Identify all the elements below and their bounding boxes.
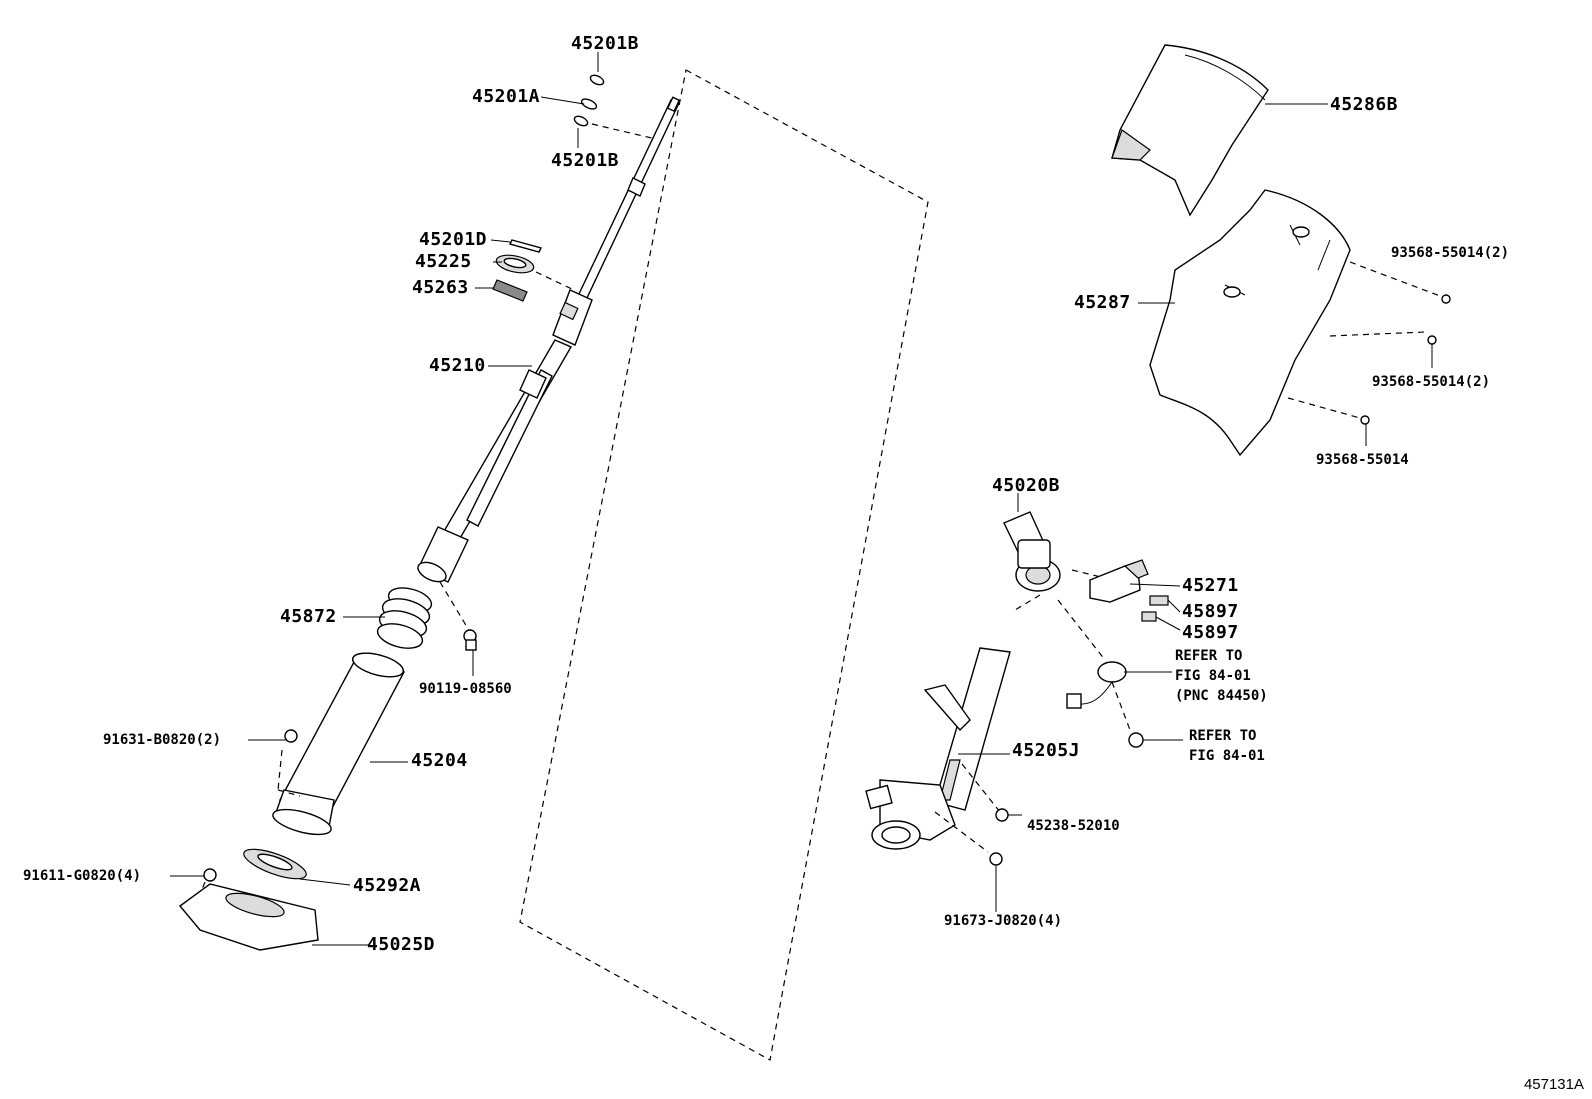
label-45201d: 45201D xyxy=(419,229,488,250)
bolt-91631-b0820 xyxy=(277,729,301,797)
label-93568-55014-c: 93568-55014 xyxy=(1316,452,1409,468)
screw-93568-b xyxy=(1329,331,1437,368)
note-line: REFER TO xyxy=(1175,648,1243,664)
figure-id: 457131A xyxy=(1523,1076,1584,1093)
label-45201b-top: 45201B xyxy=(571,33,640,54)
label-45025d: 45025D xyxy=(367,934,436,955)
reference-outline xyxy=(519,69,929,1061)
note-line: FIG 84-01 xyxy=(1175,668,1251,684)
bolt-91611-g0820 xyxy=(195,868,217,905)
label-45287: 45287 xyxy=(1074,292,1131,313)
label-45210: 45210 xyxy=(429,355,486,376)
upper-shaft xyxy=(577,99,680,301)
bolt-90119-08560 xyxy=(463,629,477,676)
label-45238-52010: 45238-52010 xyxy=(1027,818,1120,834)
label-45263: 45263 xyxy=(412,277,469,298)
note-refer-fig-84-01-pnc: REFER TO FIG 84-01 (PNC 84450) xyxy=(1175,646,1268,706)
ujoint-45020b xyxy=(1003,493,1061,592)
leader-lines xyxy=(170,52,1328,946)
label-45205j: 45205J xyxy=(1012,740,1081,761)
label-45201a: 45201A xyxy=(472,86,541,107)
label-45204: 45204 xyxy=(411,750,468,771)
ring-45201b-bottom xyxy=(573,115,589,127)
screw-93568-a xyxy=(1349,261,1451,304)
label-45286b: 45286B xyxy=(1330,94,1399,115)
note-refer-fig-84-01: REFER TO FIG 84-01 xyxy=(1189,726,1265,766)
connector-84450 xyxy=(1066,661,1127,709)
clip-45201d xyxy=(508,239,543,253)
bracket-45271 xyxy=(1089,559,1149,603)
label-45201b-bottom: 45201B xyxy=(551,150,620,171)
bolt-45897-b xyxy=(1141,611,1157,622)
boot-45872 xyxy=(376,587,433,649)
label-45292a: 45292A xyxy=(353,875,422,896)
bolt-91673-j0820 xyxy=(989,852,1003,912)
column-45205j xyxy=(865,647,1011,850)
label-93568-55014-b: 93568-55014(2) xyxy=(1372,374,1491,390)
screw-93568-c xyxy=(1287,397,1370,446)
note-line: REFER TO xyxy=(1189,728,1257,744)
label-90119-08560: 90119-08560 xyxy=(419,681,512,697)
note-line: (PNC 84450) xyxy=(1175,688,1268,704)
note-line: FIG 84-01 xyxy=(1189,748,1265,764)
label-45020b: 45020B xyxy=(992,475,1061,496)
label-45225: 45225 xyxy=(415,251,472,272)
label-45897-b: 45897 xyxy=(1182,622,1239,643)
screw-refer-fig84 xyxy=(1111,681,1144,748)
bolt-45897-a xyxy=(1149,595,1169,606)
label-91611-g0820: 91611-G0820(4) xyxy=(23,868,142,884)
ring-45201b-top xyxy=(589,74,605,86)
label-45271: 45271 xyxy=(1182,575,1239,596)
bolt-45238-52010 xyxy=(995,808,1022,822)
ring-45201a xyxy=(580,98,598,110)
cover-tube-45204 xyxy=(272,652,406,836)
cover-45287 xyxy=(1149,189,1351,457)
plate-45025d xyxy=(178,883,319,951)
label-91631-b0820: 91631-B0820(2) xyxy=(103,732,222,748)
label-45897-a: 45897 xyxy=(1182,601,1239,622)
cover-45286b xyxy=(1111,44,1269,217)
label-45872: 45872 xyxy=(280,606,337,627)
bushing-45263 xyxy=(492,279,528,302)
label-91673-j0820: 91673-J0820(4) xyxy=(944,913,1063,929)
label-93568-55014-a: 93568-55014(2) xyxy=(1391,245,1510,261)
